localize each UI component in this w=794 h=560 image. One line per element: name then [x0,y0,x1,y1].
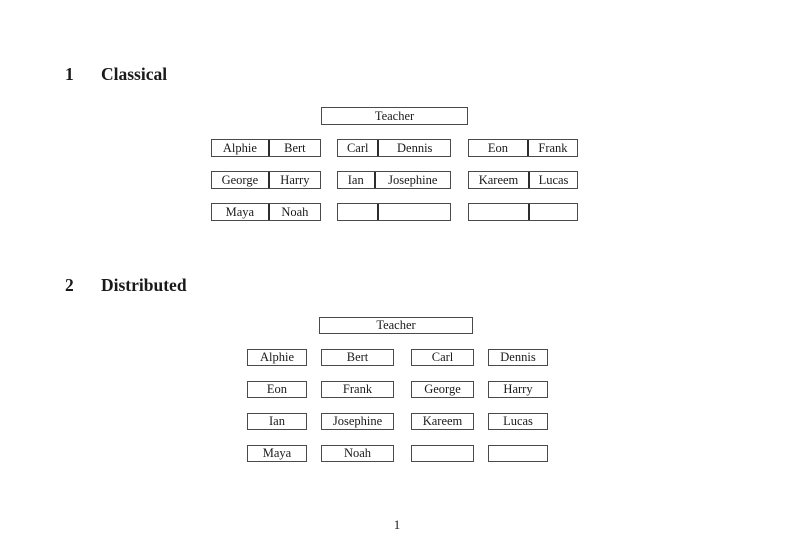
seat-box-josephine: Josephine [321,413,394,430]
desk: Ian Josephine [337,171,451,189]
page-number: 1 [393,517,401,532]
desk: Alphie Bert [211,139,321,157]
seat-frank: Frank [538,140,568,155]
seat-ian: Ian [338,172,376,188]
seat-box-kareem: Kareem [411,413,474,430]
seat-lucas: Lucas [538,172,569,187]
teacher-label: Teacher [376,318,416,333]
seat-maya: Maya [212,204,270,220]
seat-empty [469,204,531,220]
seat-box-eon: Eon [247,381,307,398]
seat-box-ian: Ian [247,413,307,430]
seat-box-lucas: Lucas [488,413,548,430]
section-title: Distributed [101,275,187,295]
seat-bert: Bert [284,140,306,155]
seat-box-dennis: Dennis [488,349,548,366]
seat-alphie: Alphie [212,140,270,156]
seat-empty [379,204,450,220]
seat-eon: Eon [469,140,529,156]
section-title: Classical [101,64,168,84]
section-heading-distributed: 2 Distributed [65,274,187,296]
desk [337,203,451,221]
section-heading-classical: 1 Classical [65,63,167,85]
seat-carl: Carl [338,140,380,156]
seat-josephine: Josephine [388,172,438,187]
seat-box-harry: Harry [488,381,548,398]
section-number: 1 [65,64,74,84]
seat-noah: Noah [281,204,309,219]
desk: Maya Noah [211,203,321,221]
seat-box-noah: Noah [321,445,394,462]
seat-box-frank: Frank [321,381,394,398]
teacher-box-classical: Teacher [321,107,468,125]
seat-kareem: Kareem [469,172,531,188]
seat-empty [530,204,577,220]
seat-dennis: Dennis [397,140,433,155]
seat-box-bert: Bert [321,349,394,366]
seat-george: George [212,172,270,188]
seat-box-empty [411,445,474,462]
seat-empty [338,204,380,220]
teacher-label: Teacher [374,108,415,123]
desk: Eon Frank [468,139,578,157]
desk [468,203,578,221]
seat-box-carl: Carl [411,349,474,366]
desk: George Harry [211,171,321,189]
seat-box-empty [488,445,548,462]
desk: Kareem Lucas [468,171,578,189]
section-number: 2 [65,275,74,295]
seat-box-maya: Maya [247,445,307,462]
teacher-box-distributed: Teacher [319,317,473,334]
desk: Carl Dennis [337,139,451,157]
seat-harry: Harry [280,172,310,187]
seat-box-george: George [411,381,474,398]
seat-box-alphie: Alphie [247,349,307,366]
